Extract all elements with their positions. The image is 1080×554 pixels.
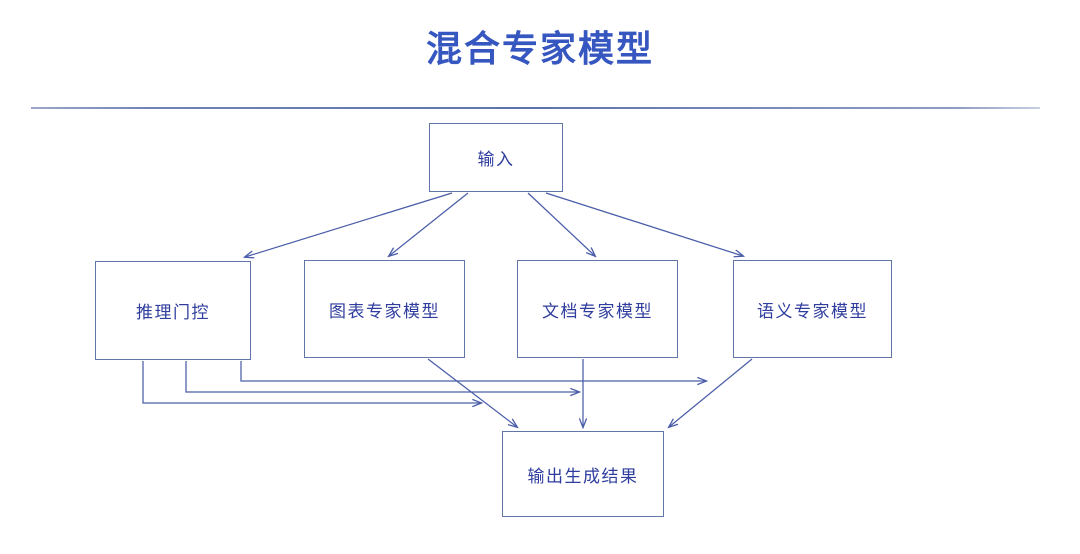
node-gating[interactable]: 推理门控 xyxy=(95,261,251,360)
page-title: 混合专家模型 xyxy=(425,28,654,69)
edge-input-to-gating xyxy=(245,192,453,257)
node-gating-label: 推理门控 xyxy=(136,303,210,322)
edge-gating-to-output xyxy=(142,361,481,403)
node-semantic-expert-label: 语义专家模型 xyxy=(757,301,868,321)
edge-input-to-sem-expert xyxy=(545,192,743,256)
edge-input-to-doc-expert xyxy=(527,192,595,256)
node-output-label: 输出生成结果 xyxy=(527,466,639,486)
node-input-label: 输入 xyxy=(477,150,515,169)
node-doc-expert-label: 文档专家模型 xyxy=(542,301,653,321)
edge-input-to-chart-expert xyxy=(389,192,469,256)
title-divider xyxy=(31,107,1040,109)
node-doc-expert[interactable]: 文档专家模型 xyxy=(517,260,678,358)
edge-gating-to-doc-expert xyxy=(185,361,579,392)
node-chart-expert[interactable]: 图表专家模型 xyxy=(304,260,465,358)
node-semantic-expert[interactable]: 语义专家模型 xyxy=(733,260,892,358)
edge-sem-expert-to-output xyxy=(669,358,753,427)
edge-chart-expert-to-output xyxy=(427,358,517,427)
node-output[interactable]: 输出生成结果 xyxy=(502,431,664,517)
edge-gating-to-sem-expert xyxy=(240,361,706,381)
node-chart-expert-label: 图表专家模型 xyxy=(329,301,440,321)
node-input[interactable]: 输入 xyxy=(429,123,563,192)
